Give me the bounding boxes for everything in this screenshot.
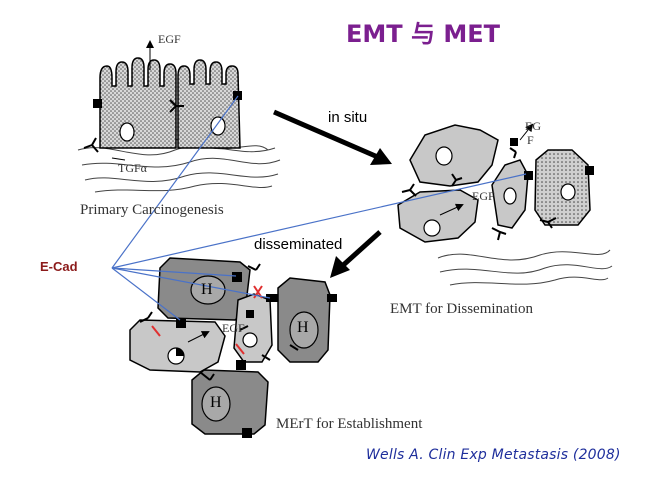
label-disseminated: disseminated <box>254 236 343 253</box>
junction-square <box>232 272 242 282</box>
primary-nucleus-right <box>210 116 226 136</box>
ecad-connectors <box>111 95 527 321</box>
emt-group <box>397 123 613 286</box>
nucleus-h-label: H <box>201 281 213 298</box>
emt-nucleus-dotted <box>560 183 576 201</box>
junction-square <box>510 138 518 146</box>
met-nucleus-bottom <box>201 386 231 422</box>
slide-title: EMT 与 MET <box>346 20 501 48</box>
egf-arrow-eg <box>519 123 534 141</box>
emt-nucleus-bottom <box>423 219 441 237</box>
label-f: F <box>527 133 534 147</box>
label-met-establishment: MErT for Establishment <box>276 416 423 432</box>
primary-cell-left <box>99 57 177 149</box>
receptor-marks <box>83 99 184 153</box>
emt-cell-top <box>409 124 499 187</box>
receptor-marks <box>401 147 557 241</box>
tgfa-arrow <box>111 157 126 161</box>
junction-square <box>585 166 594 175</box>
citation: Wells A. Clin Exp Metastasis (2008) <box>366 447 621 463</box>
label-primary-carcinogenesis: Primary Carcinogenesis <box>80 202 224 218</box>
label-tgfa: TGFα <box>118 161 147 175</box>
junction-square <box>236 360 246 370</box>
label-egf-met: EGF <box>222 321 245 335</box>
met-nucleus-small <box>242 332 258 348</box>
junction-square <box>233 91 242 100</box>
label-emt-dissemination: EMT for Dissemination <box>390 301 534 317</box>
disseminated-arrow <box>338 230 382 270</box>
met-nucleus-right <box>289 311 319 349</box>
label-ecad: E-Cad <box>40 259 78 274</box>
emt-nucleus-narrow <box>503 187 517 205</box>
primary-carcinogenesis-group <box>77 40 281 193</box>
process-arrows <box>273 109 392 278</box>
junction-square <box>327 294 337 302</box>
label-egf-top: EGF <box>158 32 181 46</box>
junction-square <box>176 318 186 328</box>
label-eg: EG <box>525 119 541 133</box>
receptor-marks <box>139 263 299 381</box>
junction-square <box>524 171 533 180</box>
nucleus-h-label: H <box>210 394 222 411</box>
met-group <box>129 257 337 438</box>
junction-square <box>242 428 252 438</box>
junction-square <box>266 294 278 302</box>
stroma-fibers-right <box>437 249 613 286</box>
junction-square <box>246 310 254 318</box>
in-situ-arrow <box>273 109 381 161</box>
egf-arrow-met <box>187 331 210 343</box>
label-in-situ: in situ <box>328 109 368 126</box>
label-egf-emt: EGF <box>472 189 495 203</box>
cut-marks <box>151 285 263 355</box>
emt-nucleus-top <box>435 146 453 166</box>
emt-cell-bottom <box>397 189 479 243</box>
nucleus-h-label: H <box>297 319 309 336</box>
junction-square <box>93 99 102 108</box>
egf-arrow-emt <box>439 203 464 216</box>
primary-nucleus-left <box>119 122 135 142</box>
